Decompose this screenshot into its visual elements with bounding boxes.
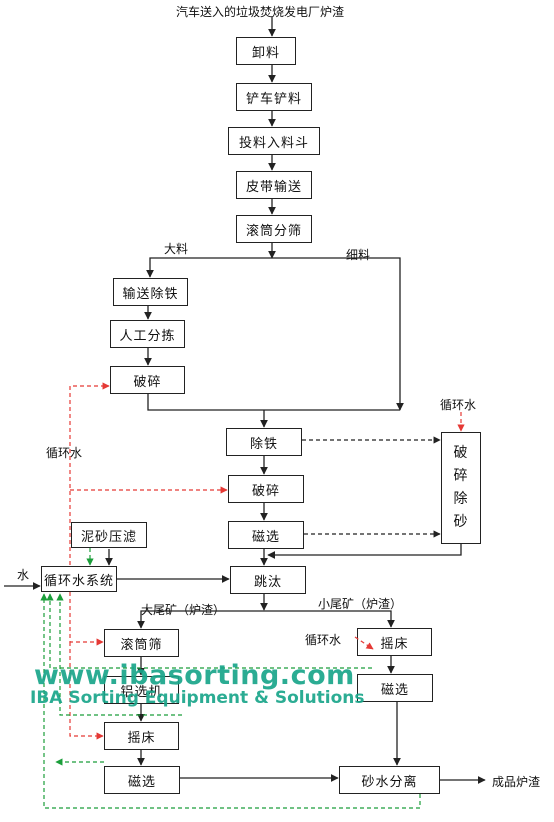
box-iron-removal: 除铁 — [226, 428, 302, 456]
return-water-green — [40, 548, 421, 809]
box-sludge-press: 泥砂压滤 — [71, 522, 147, 548]
box-trommel1: 滚筒分筛 — [236, 215, 312, 243]
label-large-tailings: 大尾矿（炉渣） — [141, 603, 226, 617]
box-shaker1: 摇床 — [104, 722, 179, 750]
green-from-separation — [40, 593, 420, 809]
box-trommel2: 滚筒筛 — [104, 629, 179, 657]
box-shovel: 铲车铲料 — [236, 83, 312, 111]
box-mag1: 磁选 — [228, 521, 304, 549]
watermark-url: www.ibasorting.com — [34, 660, 355, 691]
box-crush2: 破碎 — [228, 475, 304, 503]
box-jig: 跳汰 — [230, 566, 306, 594]
label-small-tailings: 小尾矿（炉渣） — [318, 597, 403, 611]
box-crush-desand-char: 砂 — [453, 514, 469, 530]
arrow-split-branches — [146, 257, 404, 411]
box-crush-desand-char: 碎 — [453, 468, 469, 484]
box-aluminum: 铝选机 — [104, 676, 179, 704]
box-crush-desand: 破 碎 除 砂 — [441, 432, 481, 544]
red-to-shaker2 — [354, 636, 374, 650]
watermark-tagline: IBA Sorting Equipment & Solutions — [30, 688, 365, 708]
red-to-shaker1 — [69, 642, 104, 740]
arrow-jig-tailings — [137, 610, 395, 629]
box-belt: 皮带输送 — [236, 171, 312, 199]
label-recycle-water-mid: 循环水 — [305, 633, 342, 647]
label-recycle-water-left: 循环水 — [46, 446, 83, 460]
label-product-slag: 成品炉渣 — [492, 775, 541, 789]
box-water-system: 循环水系统 — [41, 566, 117, 592]
line-crush-merge — [147, 394, 400, 411]
box-mag3: 磁选 — [357, 674, 433, 702]
green-from-aluminum — [56, 593, 182, 716]
box-shaker2: 摇床 — [357, 628, 432, 656]
recycle-water-red — [69, 382, 465, 740]
box-mag2: 磁选 — [104, 766, 180, 794]
red-to-trommel2 — [69, 592, 104, 646]
box-unload: 卸料 — [236, 37, 296, 65]
label-coarse: 大料 — [164, 242, 189, 256]
solid-flows — [4, 16, 486, 784]
arrow-desand-jig — [267, 544, 462, 559]
label-water-in: 水 — [17, 568, 30, 582]
box-hopper: 投料入料斗 — [228, 127, 320, 155]
box-crush-desand-char: 除 — [453, 491, 469, 507]
green-from-shaker2 — [46, 593, 372, 669]
red-to-crush1 — [69, 382, 110, 565]
source-label: 汽车送入的垃圾焚烧发电厂炉渣 — [176, 5, 345, 19]
label-recycle-water-top: 循环水 — [440, 398, 477, 412]
dashed-flows — [302, 436, 441, 538]
box-sand-water-separation: 砂水分离 — [339, 766, 440, 794]
box-crush-desand-char: 破 — [453, 445, 469, 461]
